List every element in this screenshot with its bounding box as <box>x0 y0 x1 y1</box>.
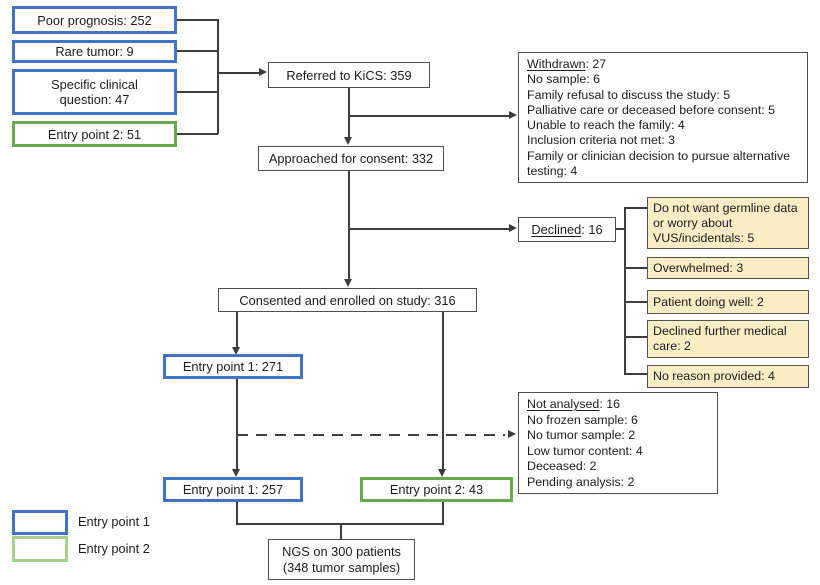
declined-count: : 16 <box>581 222 603 237</box>
connector-line <box>624 207 626 374</box>
box-poor-prognosis-label: Poor prognosis: 252 <box>37 12 152 28</box>
connector-line <box>177 133 218 135</box>
connector-line <box>442 312 444 469</box>
ngs-patients-line2: (348 tumor samples) <box>282 559 401 575</box>
not-analysed-count: : 16 <box>599 397 620 411</box>
declined-reason-no-reason-label: No reason provided: 4 <box>653 369 775 383</box>
legend-entry-point-2-swatch <box>12 536 68 562</box>
box-referred-to-kics-label: Referred to KiCS: 359 <box>286 67 412 83</box>
arrowhead <box>508 430 516 438</box>
connector-line <box>177 19 218 21</box>
connector-line <box>624 207 648 209</box>
not-analysed-title-line: Not analysed: 16 <box>527 397 709 413</box>
arrowhead <box>231 347 240 355</box>
connector-line <box>340 523 342 539</box>
connector-line <box>236 379 238 469</box>
arrowhead <box>259 68 267 76</box>
withdrawn-item: Unable to reach the family: 4 <box>527 118 685 133</box>
arrowhead <box>343 137 352 145</box>
not-analysed-title: Not analysed <box>527 397 600 411</box>
declined-reason-germline: Do not want germline data or worry about… <box>647 197 809 249</box>
connector-line <box>616 228 625 230</box>
declined-reason-medical-care-label: Declined further medical care: 2 <box>653 324 787 353</box>
legend-entry-point-1-label: Entry point 1 <box>78 514 150 529</box>
withdrawn-title-line: Withdrawn: 27 <box>527 57 799 72</box>
withdrawn-item: Palliative care or deceased before conse… <box>527 102 775 117</box>
arrowhead <box>509 111 517 119</box>
connector-line <box>177 50 218 52</box>
box-referred-to-kics: Referred to KiCS: 359 <box>268 62 430 88</box>
box-consented-enrolled-label: Consented and enrolled on study: 316 <box>239 292 456 308</box>
declined-reason-doing-well-label: Patient doing well: 2 <box>653 294 764 309</box>
box-entry-point-2-sequenced-label: Entry point 2: 43 <box>389 482 484 497</box>
declined-reason-doing-well: Patient doing well: 2 <box>647 290 809 314</box>
box-entry-point-2-referrals: Entry point 2: 51 <box>12 121 177 147</box>
withdrawn-item: Inclusion criteria not met: 3 <box>527 133 676 148</box>
withdrawn-item: Family or clinician decision to pursue a… <box>527 148 791 179</box>
connector-line <box>624 301 648 303</box>
withdrawn-count: : 27 <box>585 57 607 71</box>
not-analysed-item: Low tumor content: 4 <box>527 443 643 458</box>
connector-line <box>348 228 509 230</box>
box-rare-tumor: Rare tumor: 9 <box>12 40 177 63</box>
arrowhead <box>343 279 352 287</box>
not-analysed-item: No frozen sample: 6 <box>527 412 638 427</box>
arrowhead <box>509 224 517 232</box>
withdrawn-item: No sample: 6 <box>527 72 601 87</box>
box-entry-point-2-sequenced: Entry point 2: 43 <box>360 477 513 502</box>
arrowhead <box>231 469 240 477</box>
withdrawn-item: Family refusal to discuss the study: 5 <box>527 87 731 102</box>
box-entry-point-1-sequenced-label: Entry point 1: 257 <box>182 482 284 497</box>
connector-line <box>236 502 238 524</box>
connector-line <box>217 19 219 134</box>
not-analysed-item: Pending analysis: 2 <box>527 474 635 489</box>
box-entry-point-2-referrals-label: Entry point 2: 51 <box>47 126 142 142</box>
box-rare-tumor-label: Rare tumor: 9 <box>55 44 134 59</box>
connector-line <box>348 115 509 117</box>
box-approached-for-consent-label: Approached for consent: 332 <box>268 151 434 166</box>
box-entry-point-1-sequenced: Entry point 1: 257 <box>163 477 303 502</box>
declined-reason-overwhelmed-label: Overwhelmed: 3 <box>653 260 744 275</box>
withdrawn-title: Withdrawn <box>527 57 586 71</box>
box-consented-enrolled: Consented and enrolled on study: 316 <box>218 288 477 312</box>
arrowhead <box>437 469 446 477</box>
declined-reason-overwhelmed: Overwhelmed: 3 <box>647 257 809 279</box>
connector-line <box>624 336 648 338</box>
box-declined: Declined: 16 <box>518 217 616 242</box>
box-entry-point-1-enrolled: Entry point 1: 271 <box>163 354 303 379</box>
box-approached-for-consent: Approached for consent: 332 <box>258 146 444 171</box>
connector-line <box>348 171 350 280</box>
connector-line <box>177 91 218 93</box>
declined-reason-medical-care: Declined further medical care: 2 <box>647 320 809 358</box>
ngs-patients-line1: NGS on 300 patients <box>282 543 401 559</box>
declined-title: Declined <box>531 222 582 237</box>
declined-label: Declined: 16 <box>531 222 602 237</box>
not-analysed-item: No tumor sample: 2 <box>527 428 636 443</box>
connector-line <box>236 312 238 351</box>
connector-line <box>624 373 648 375</box>
box-ngs-patients: NGS on 300 patients (348 tumor samples) <box>268 539 415 580</box>
connector-dashed-line <box>237 434 505 436</box>
box-poor-prognosis: Poor prognosis: 252 <box>12 6 177 34</box>
connector-line <box>217 72 259 74</box>
box-specific-clinical-question-label: Specific clinical question: 47 <box>51 77 138 107</box>
box-entry-point-1-enrolled-label: Entry point 1: 271 <box>182 359 284 374</box>
connector-line <box>442 502 444 524</box>
legend-entry-point-2-label: Entry point 2 <box>78 541 150 556</box>
connector-line <box>348 88 350 138</box>
declined-reason-no-reason: No reason provided: 4 <box>647 365 809 388</box>
declined-reason-germline-label: Do not want germline data or worry about… <box>653 200 798 245</box>
connector-line <box>624 267 648 269</box>
not-analysed-item: Deceased: 2 <box>527 459 597 474</box>
box-specific-clinical-question: Specific clinical question: 47 <box>12 69 177 115</box>
legend-entry-point-1-swatch <box>12 510 68 535</box>
